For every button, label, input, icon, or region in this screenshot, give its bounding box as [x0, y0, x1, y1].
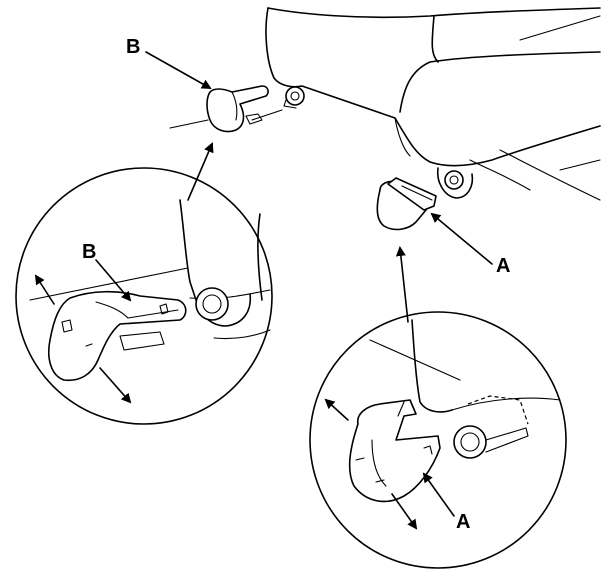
leader-b-top — [145, 51, 212, 89]
arrow-pull-down-b — [99, 367, 132, 404]
cover-b-part — [169, 85, 283, 133]
bolt-lower-icon — [436, 167, 474, 199]
arrow-pull-up-b — [34, 274, 55, 305]
label-a-detail: A — [456, 511, 470, 533]
label-b-detail: B — [82, 241, 96, 263]
arrow-pull-up-a — [324, 398, 349, 421]
arrow-detail-a — [395, 246, 409, 323]
detail-circle-b — [15, 167, 273, 425]
leader-b-detail — [95, 259, 132, 302]
label-a-top: A — [496, 255, 510, 277]
detail-circle-a — [309, 311, 567, 569]
arrow-detail-b — [187, 142, 214, 201]
cover-a-part — [376, 177, 437, 231]
label-b-top: B — [126, 36, 140, 58]
bolt-upper-icon — [283, 86, 305, 109]
leader-a-detail — [422, 472, 455, 517]
seat-cushion — [265, 7, 601, 201]
leader-a-top — [430, 212, 493, 265]
arrow-pull-down-a — [391, 493, 418, 530]
